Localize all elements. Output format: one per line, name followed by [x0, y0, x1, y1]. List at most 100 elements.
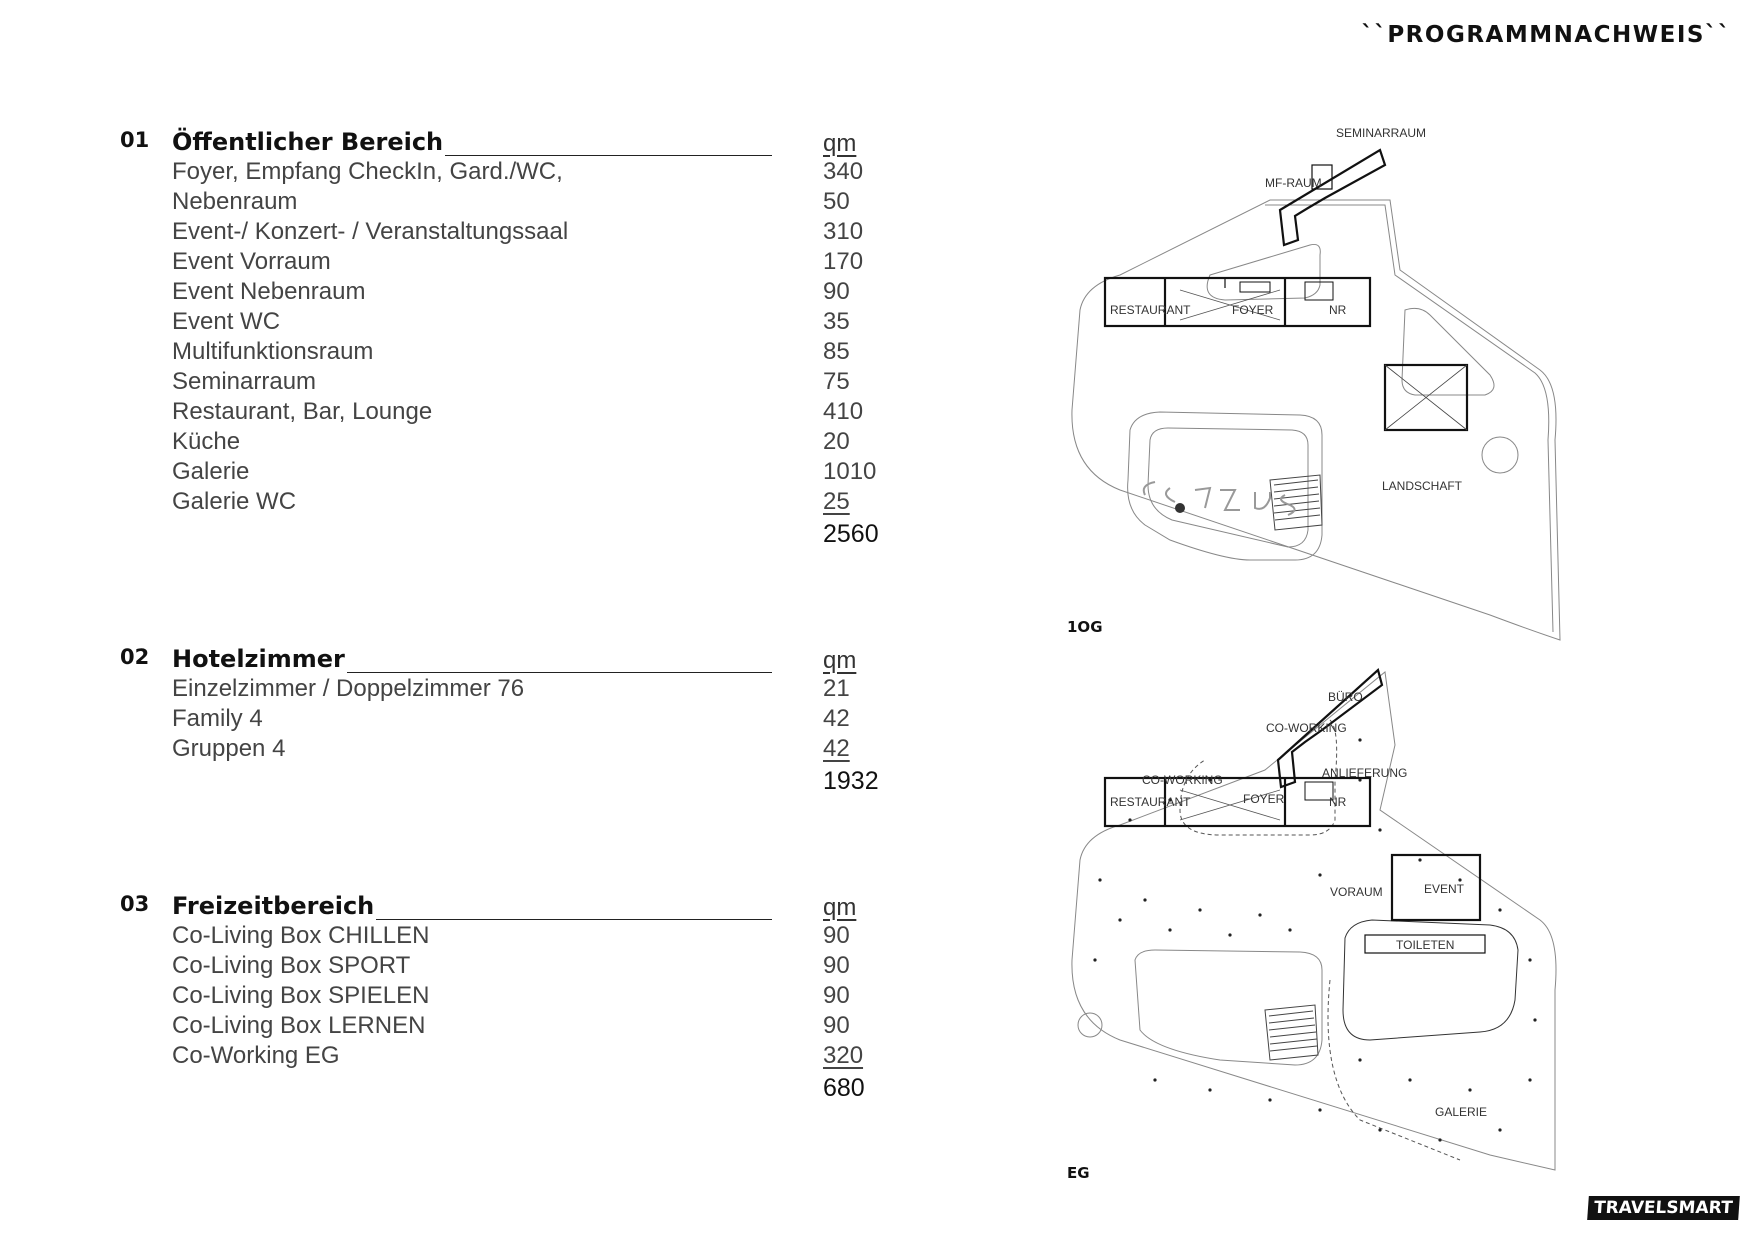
section-number: 01: [120, 128, 150, 152]
toilets-block: [1364, 934, 1486, 954]
list-item: Restaurant, Bar, Lounge 410: [120, 398, 880, 428]
room-label: MF-RAUM: [1265, 176, 1322, 190]
item-value: 75: [823, 368, 850, 395]
section-number: 03: [120, 892, 150, 916]
total-value: 680: [823, 1074, 865, 1102]
page-title: ``PROGRAMMNACHWEIS``: [1361, 22, 1731, 48]
section-number: 02: [120, 645, 150, 669]
item-name: Restaurant, Bar, Lounge: [172, 398, 433, 425]
item-name: Co-Living Box CHILLEN: [172, 922, 430, 949]
item-value: 90: [823, 1012, 850, 1039]
list-item: Gruppen 4 42: [120, 735, 880, 765]
section-total: 2560: [120, 518, 880, 548]
section-rule: [172, 155, 772, 156]
main-building: [1103, 276, 1372, 328]
section-title: Öffentlicher Bereich: [172, 128, 446, 156]
item-value: 20: [823, 428, 850, 455]
room-label: NR: [1329, 795, 1347, 809]
item-value: 90: [823, 982, 850, 1009]
item-value: 90: [823, 278, 850, 305]
item-name: Galerie: [172, 458, 250, 485]
room-label: LANDSCHAFT: [1382, 479, 1463, 493]
room-label: CO-WORKING: [1142, 773, 1223, 787]
item-name: Co-Living Box SPORT: [172, 952, 411, 979]
section-header: 01 Öffentlicher Bereich qm: [120, 128, 880, 158]
list-item: Multifunktionsraum 85: [120, 338, 880, 368]
event-square: [1383, 363, 1469, 432]
section-total: 680: [120, 1072, 880, 1102]
item-name: Event-/ Konzert- / Veranstaltungssaal: [172, 218, 569, 245]
item-name: Nebenraum: [172, 188, 298, 215]
list-item: Einzelzimmer / Doppelzimmer 76 21: [120, 675, 880, 705]
item-value: 42: [823, 735, 850, 762]
item-name: Foyer, Empfang CheckIn, Gard./WC,: [172, 158, 563, 185]
list-item: Galerie WC 25: [120, 488, 880, 518]
site-outline: [1071, 199, 1561, 641]
list-item: Co-Working EG 320: [120, 1042, 880, 1072]
right-island: [1401, 307, 1495, 396]
total-value: 2560: [823, 520, 879, 548]
room-label: ANLIEFERUNG: [1322, 766, 1407, 780]
floor-plan-1og: SEMINARRAUM MF-RAUM RESTAURANT FOYER NR …: [1071, 126, 1561, 641]
item-name: Event Nebenraum: [172, 278, 366, 305]
travelsmart-logo: TRAVELSMART: [1587, 1196, 1740, 1220]
item-name: Co-Living Box SPIELEN: [172, 982, 430, 1009]
section-rule: [172, 919, 772, 920]
room-label: RESTAURANT: [1110, 795, 1191, 809]
item-value: 320: [823, 1042, 864, 1069]
item-name: Family 4: [172, 705, 263, 732]
room-label: CO-WORKING: [1266, 721, 1347, 735]
section-hotel-rooms: 02 Hotelzimmer qm Einzelzimmer / Doppelz…: [120, 645, 880, 795]
list-item: Family 4 42: [120, 705, 880, 735]
section-public-area: 01 Öffentlicher Bereich qm Foyer, Empfan…: [120, 128, 880, 548]
floor-plan-eg: BÜRO CO-WORKING ANLIEFERUNG CO-WORKING R…: [1071, 667, 1557, 1171]
section-leisure-area: 03 Freizeitbereich qm Co-Living Box CHIL…: [120, 892, 880, 1102]
item-name: Event Vorraum: [172, 248, 331, 275]
item-value: 35: [823, 308, 850, 335]
item-name: Co-Working EG: [172, 1042, 340, 1069]
triangle-island: [1206, 244, 1321, 301]
unit-label: qm: [823, 647, 857, 674]
item-value: 90: [823, 922, 850, 949]
item-name: Einzelzimmer / Doppelzimmer 76: [172, 675, 525, 702]
item-value: 1010: [823, 458, 877, 485]
lower-island: [1127, 411, 1323, 561]
item-value: 21: [823, 675, 850, 702]
item-name: Co-Living Box LERNEN: [172, 1012, 426, 1039]
section-title: Hotelzimmer: [172, 645, 347, 673]
item-name: Galerie WC: [172, 488, 297, 515]
item-name: Multifunktionsraum: [172, 338, 374, 365]
item-value: 410: [823, 398, 864, 425]
section-total: 1932: [120, 765, 880, 795]
section-header: 02 Hotelzimmer qm: [120, 645, 880, 675]
list-item: Seminarraum 75: [120, 368, 880, 398]
item-value: 90: [823, 952, 850, 979]
unit-label: qm: [823, 130, 857, 157]
section-rule: [172, 672, 772, 673]
event-hall: [1390, 853, 1482, 922]
list-item: Co-Living Box CHILLEN 90: [120, 922, 880, 952]
room-label: EVENT: [1424, 882, 1465, 896]
room-label: TOILETEN: [1396, 938, 1454, 952]
section-header: 03 Freizeitbereich qm: [120, 892, 880, 922]
section-title: Freizeitbereich: [172, 892, 377, 920]
plan-label-eg: EG: [1067, 1164, 1090, 1182]
room-label: SEMINARRAUM: [1336, 126, 1426, 140]
main-building: [1103, 776, 1372, 828]
room-label: BÜRO: [1328, 690, 1363, 704]
item-value: 85: [823, 338, 850, 365]
tree-dots: [1093, 738, 1537, 1142]
item-name: Gruppen 4: [172, 735, 286, 762]
seminar-wing: [1278, 148, 1387, 247]
item-value: 42: [823, 705, 850, 732]
list-item: Co-Living Box SPIELEN 90: [120, 982, 880, 1012]
plan-label-1og: 1OG: [1067, 618, 1103, 636]
list-item: Co-Living Box LERNEN 90: [120, 1012, 880, 1042]
item-name: Seminarraum: [172, 368, 317, 395]
item-value: 25: [823, 488, 850, 515]
item-value: 340: [823, 158, 864, 185]
